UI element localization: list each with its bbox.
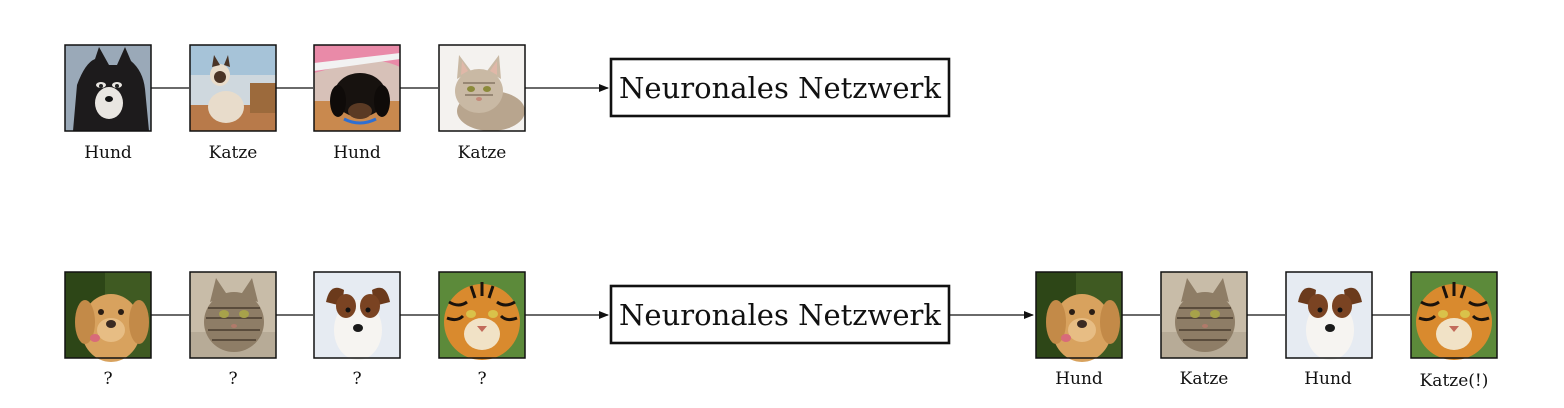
training-image-siamese (189, 44, 277, 132)
tabby-cat-photo-icon (1160, 271, 1248, 359)
output-image-jackrussell (1285, 271, 1373, 360)
training-label: Hund (84, 143, 132, 163)
training-image-kitten (438, 44, 526, 132)
jack-russell-dog-photo-icon (314, 272, 400, 360)
tiger-photo-icon (1409, 270, 1499, 362)
inference-input-tiger (437, 270, 527, 362)
inference-input-label: ? (103, 369, 112, 389)
training-network-label: Neuronales Netzwerk (619, 71, 941, 105)
training-label: Katze (209, 143, 258, 163)
inference-input-tabby (189, 271, 277, 359)
jack-russell-dog-photo-icon (1286, 272, 1372, 360)
output-label: Hund (1055, 369, 1103, 389)
siamese-cat-photo-icon (190, 45, 276, 131)
inference-network-box: Neuronales Netzwerk (609, 284, 951, 345)
inference-input-label: ? (477, 369, 486, 389)
training-network-box: Neuronales Netzwerk (609, 57, 951, 118)
tabby-kitten-photo-icon (438, 44, 526, 132)
golden-retriever-photo-icon (65, 272, 151, 362)
output-image-tabby (1160, 271, 1248, 359)
training-image-dachshund (312, 43, 402, 133)
output-label: Katze (1180, 369, 1229, 389)
output-label: Hund (1304, 369, 1352, 389)
husky-dog-photo-icon (65, 45, 151, 131)
output-label-misclassified: Katze(!) (1420, 371, 1489, 391)
tiger-photo-icon (437, 270, 527, 362)
inference-input-label: ? (228, 369, 237, 389)
inference-network-label: Neuronales Netzwerk (619, 298, 941, 332)
inference-input-label: ? (352, 369, 361, 389)
training-label: Katze (458, 143, 507, 163)
training-image-husky (64, 44, 152, 132)
output-image-retriever (1035, 271, 1123, 362)
golden-retriever-photo-icon (1036, 272, 1122, 362)
training-label: Hund (333, 143, 381, 163)
tabby-cat-photo-icon (189, 271, 277, 359)
dachshund-dog-photo-icon (312, 43, 402, 133)
output-image-tiger (1409, 270, 1499, 362)
inference-input-jackrussell (313, 271, 401, 360)
inference-input-retriever (64, 271, 152, 362)
